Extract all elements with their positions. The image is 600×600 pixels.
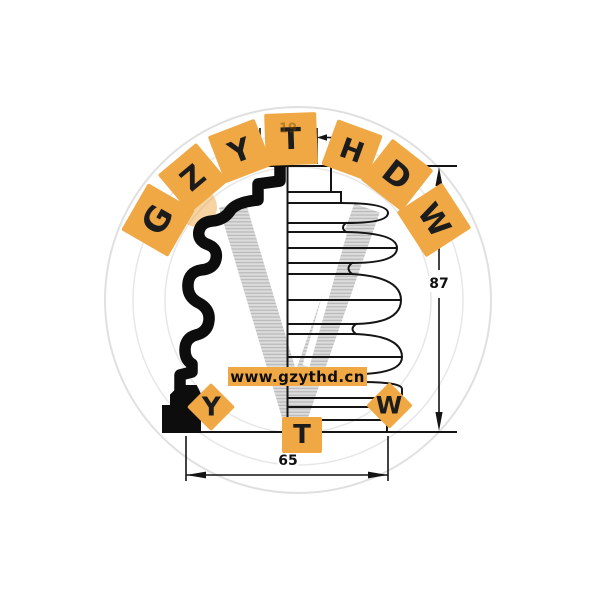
website-label: www.gzythd.cn: [230, 367, 365, 386]
boot-left-silhouette: [162, 157, 286, 433]
dimension-width: [185, 436, 389, 481]
dimension-width-label: 65: [277, 453, 299, 469]
website-watermark: www.gzythd.cn: [228, 367, 367, 386]
watermark-v-logo: [219, 200, 380, 419]
dimension-height-label: 87: [428, 276, 450, 292]
dimension-small-end-label: 19: [278, 121, 298, 137]
boot-left-foot: [162, 385, 201, 433]
bottom-badge-t: T: [282, 417, 322, 453]
brand-letter-badge-t: T: [264, 112, 318, 166]
